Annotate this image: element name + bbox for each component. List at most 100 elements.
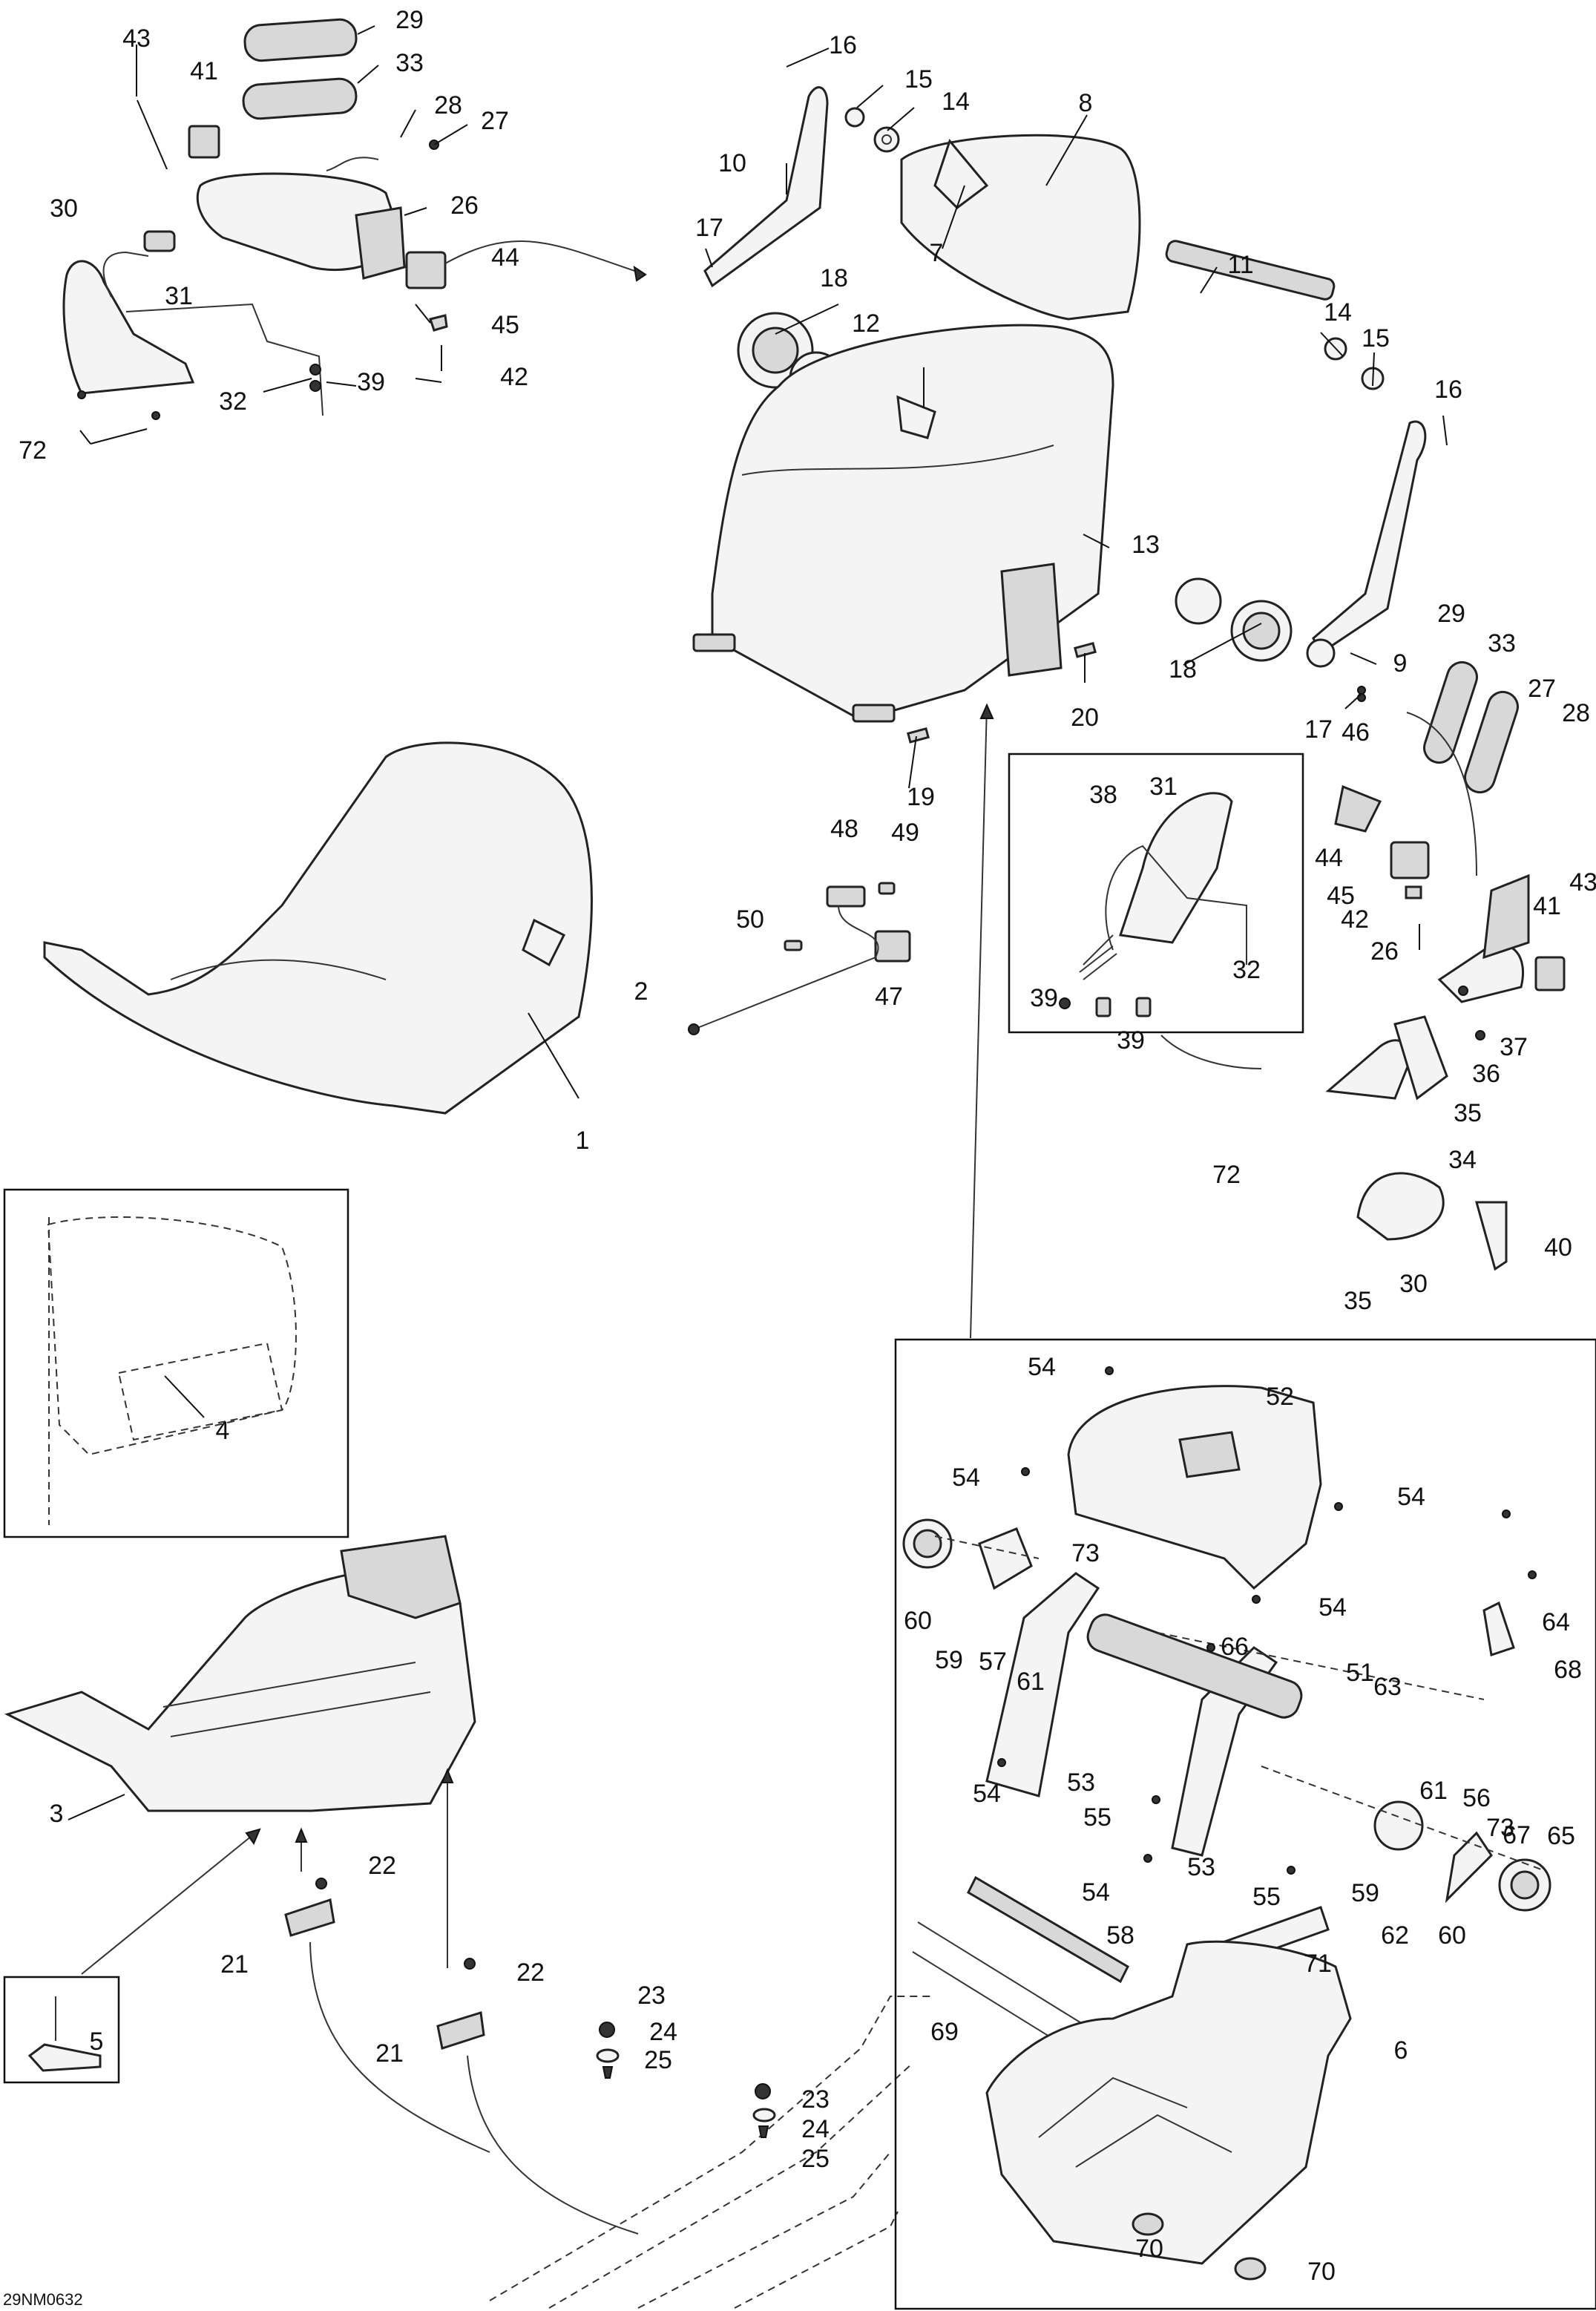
callout-35a: 35 xyxy=(1454,1099,1482,1127)
callout-72b: 72 xyxy=(1212,1161,1241,1189)
callout-12: 12 xyxy=(852,309,880,338)
callout-54a: 54 xyxy=(1028,1353,1056,1381)
callout-66: 66 xyxy=(1221,1633,1249,1661)
callout-55a: 55 xyxy=(1083,1803,1111,1832)
heater-grip-inset xyxy=(1008,753,1304,1034)
callout-23a: 23 xyxy=(637,1981,666,2010)
callout-33b: 33 xyxy=(1488,629,1516,658)
callout-73b: 73 xyxy=(1486,1814,1514,1842)
callout-30b: 30 xyxy=(1399,1270,1428,1298)
callout-38: 38 xyxy=(1089,781,1117,809)
callout-48: 48 xyxy=(830,815,858,843)
callout-17a: 17 xyxy=(695,214,723,242)
callout-7: 7 xyxy=(930,239,944,267)
callout-29a: 29 xyxy=(395,6,424,34)
callout-61b: 61 xyxy=(1419,1777,1448,1805)
callout-31a: 31 xyxy=(165,282,193,310)
callout-31b: 31 xyxy=(1149,773,1178,801)
wiring-harness xyxy=(688,882,911,1035)
callout-54f: 54 xyxy=(1082,1878,1110,1907)
callout-15a: 15 xyxy=(904,65,933,94)
callout-33a: 33 xyxy=(395,49,424,77)
callout-67: 67 xyxy=(1503,1821,1531,1849)
callout-72a: 72 xyxy=(19,436,47,465)
backrest-mechanism-assembly xyxy=(894,1338,1596,2310)
callout-11: 11 xyxy=(1227,251,1253,279)
callout-17b: 17 xyxy=(1304,715,1333,744)
callout-16a: 16 xyxy=(829,31,857,59)
callout-16b: 16 xyxy=(1434,376,1462,404)
callout-6: 6 xyxy=(1394,2036,1408,2065)
callout-50: 50 xyxy=(736,905,764,934)
diagram-code: 29NM0632 xyxy=(3,2290,83,2309)
callout-13: 13 xyxy=(1132,531,1160,559)
callout-43a: 43 xyxy=(122,24,151,53)
leader-lines xyxy=(79,25,1448,789)
callout-64: 64 xyxy=(1542,1608,1570,1636)
callout-54d: 54 xyxy=(1318,1593,1347,1622)
callout-47: 47 xyxy=(875,983,903,1011)
callout-52: 52 xyxy=(1266,1383,1294,1411)
callout-44a: 44 xyxy=(491,243,519,272)
callout-58: 58 xyxy=(1106,1921,1134,1950)
callout-54b: 54 xyxy=(952,1463,980,1492)
callout-23b: 23 xyxy=(801,2085,830,2114)
seat-cover-assembly xyxy=(692,324,1114,744)
callout-73a: 73 xyxy=(1071,1539,1100,1567)
callout-27a: 27 xyxy=(481,107,509,135)
callout-68: 68 xyxy=(1554,1656,1582,1684)
right-handle-assembly xyxy=(1325,660,1566,1271)
connector-arrows xyxy=(81,240,1477,2235)
callout-60b: 60 xyxy=(1438,1921,1466,1950)
callout-34: 34 xyxy=(1448,1146,1477,1174)
callout-22a: 22 xyxy=(368,1852,396,1880)
callout-53b: 53 xyxy=(1187,1853,1215,1881)
callout-3: 3 xyxy=(50,1800,64,1828)
callout-49: 49 xyxy=(891,819,919,847)
left-handle-assembly xyxy=(62,18,448,420)
callout-41b: 41 xyxy=(1533,892,1561,920)
callout-54e: 54 xyxy=(973,1780,1001,1808)
callout-70b: 70 xyxy=(1307,2258,1336,2286)
callout-29b: 29 xyxy=(1437,600,1465,628)
chassis-rails xyxy=(489,1996,935,2309)
callout-5: 5 xyxy=(90,2028,104,2056)
backrest-assembly xyxy=(703,86,1427,702)
seat-base-frame xyxy=(4,1535,476,1820)
callout-24b: 24 xyxy=(801,2115,830,2143)
callout-1: 1 xyxy=(576,1127,590,1155)
callout-53a: 53 xyxy=(1067,1769,1095,1797)
callout-46: 46 xyxy=(1342,718,1370,747)
callout-30a: 30 xyxy=(50,194,78,223)
callout-54c: 54 xyxy=(1397,1483,1425,1511)
callout-28a: 28 xyxy=(434,91,462,119)
callout-8: 8 xyxy=(1079,89,1093,117)
callout-2: 2 xyxy=(634,977,648,1006)
callout-55b: 55 xyxy=(1252,1883,1281,1911)
mounting-brackets xyxy=(3,1878,485,2084)
callout-40: 40 xyxy=(1544,1233,1572,1262)
callout-60a: 60 xyxy=(904,1607,932,1635)
callout-41a: 41 xyxy=(190,57,218,85)
callout-37: 37 xyxy=(1500,1033,1528,1061)
callout-26a: 26 xyxy=(450,191,479,220)
callout-39a: 39 xyxy=(357,368,385,396)
callout-65: 65 xyxy=(1547,1822,1575,1850)
callout-36: 36 xyxy=(1472,1060,1500,1088)
callout-18a: 18 xyxy=(820,264,848,292)
callout-59b: 59 xyxy=(1351,1879,1379,1907)
callout-21a: 21 xyxy=(220,1950,249,1979)
callout-45a: 45 xyxy=(491,311,519,339)
callout-62: 62 xyxy=(1381,1921,1409,1950)
callout-61a: 61 xyxy=(1017,1668,1045,1696)
callout-32b: 32 xyxy=(1232,956,1261,984)
callout-70a: 70 xyxy=(1135,2235,1163,2263)
callout-43b: 43 xyxy=(1569,868,1596,896)
callout-69: 69 xyxy=(930,2018,959,2046)
callout-10: 10 xyxy=(718,149,746,177)
callout-51: 51 xyxy=(1346,1659,1374,1687)
callout-27b: 27 xyxy=(1528,675,1556,703)
callout-4: 4 xyxy=(216,1417,230,1445)
